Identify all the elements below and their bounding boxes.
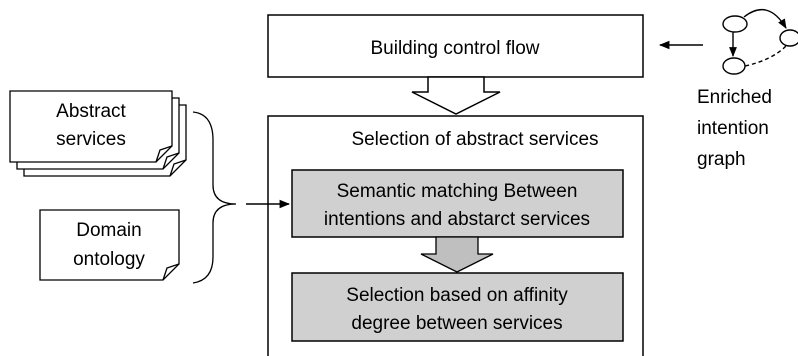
affinity-selection-line-2: degree between services [351,313,562,334]
intention-label: intention [697,118,769,139]
top-to-selection-block-arrow [411,76,501,115]
abstract-services-line-2: services [56,129,126,150]
building-control-flow-box: Building control flow [267,14,644,78]
affinity-selection-line-1: Selection based on affinity [346,285,568,306]
semantic-matching-line-2: intentions and abstarct services [324,209,590,230]
graph-label: graph [697,149,746,170]
abstract-services-document-stack [9,90,187,177]
domain-ontology-line-2: ontology [73,249,145,270]
intention-graph-icon [722,8,798,75]
building-control-flow-label: Building control flow [371,38,540,59]
affinity-selection-step: Selection based on affinity degree betwe… [291,272,624,342]
step1-to-step2-block-arrow [420,236,494,273]
enriched-label: Enriched [697,87,772,108]
semantic-matching-step: Semantic matching Between intentions and… [291,169,624,238]
domain-ontology-document [39,209,180,281]
semantic-matching-line-1: Semantic matching Between [337,181,578,202]
domain-ontology-line-1: Domain [76,220,141,241]
selection-box-label: Selection of abstract services [351,129,598,150]
inputs-brace [192,111,237,284]
abstract-services-line-1: Abstract [56,101,126,122]
